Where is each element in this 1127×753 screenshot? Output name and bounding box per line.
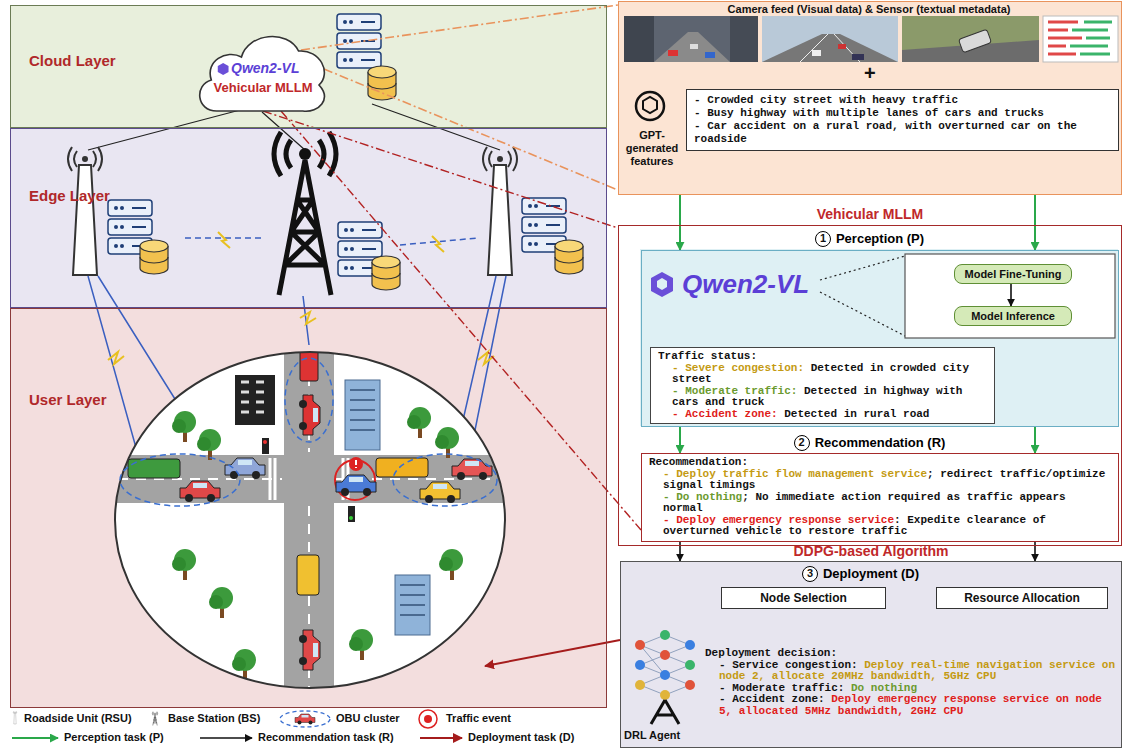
connector	[679, 542, 681, 562]
deployment-box: DDPG-based AlgorithmDeployment (D)Deploy…	[620, 561, 1122, 748]
status-box: Traffic status:- Severe congestion:Detec…	[650, 347, 995, 424]
heading-row: Perception (P)	[642, 229, 1118, 247]
layer-band: Cloud Layer Qwen2-VL Vehicular MLLM	[10, 5, 607, 128]
plus-sign: +	[864, 62, 876, 84]
model-step-box: Model Fine-Tuning	[954, 264, 1072, 284]
node-text: GPT-generated features	[620, 129, 684, 168]
legend-text: Recommendation task (R)	[258, 731, 394, 743]
text-run: - Car accident on a rural road, with ove…	[694, 120, 1077, 145]
heading-row: Vehicular MLLM	[619, 205, 1121, 223]
function-box: Resource Allocation	[936, 587, 1108, 609]
legend-text: Perception task (P)	[64, 731, 164, 743]
connector	[1034, 542, 1036, 562]
text-block: Traffic status:- Severe congestion:Detec…	[658, 351, 987, 420]
connector	[301, 5, 618, 50]
text-block: - Crowded city street with heavy traffic…	[694, 94, 1111, 146]
mllm-frame: Vehicular MLLMPerception (P)Qwen2-VLMode…	[618, 225, 1122, 546]
connector	[1034, 427, 1036, 453]
connector	[679, 427, 681, 453]
section-heading: Deployment (D)	[823, 566, 919, 582]
text-line: - Busy highway with multiple lanes of ca…	[694, 107, 1111, 120]
box-label: Model Fine-Tuning	[965, 268, 1062, 280]
section-heading: Perception (P)	[836, 231, 924, 247]
text-run: Deployment decision:	[705, 647, 837, 659]
text-line: Recommendation:	[649, 457, 1111, 469]
text-run: - Busy highway with multiple lanes of ca…	[694, 107, 1044, 119]
text-line: - Moderate traffic:Detected in highway w…	[658, 386, 987, 409]
node-text: Qwen2-VL	[231, 60, 299, 76]
text-run: - Do nothing	[663, 491, 742, 503]
legend-text: OBU cluster	[336, 712, 400, 724]
text-block: Recommendation:- Deploy traffic flow man…	[649, 457, 1111, 538]
text-run: - Crowded city street with heavy traffic	[694, 94, 958, 106]
layer-band: Edge Layer	[10, 128, 607, 308]
perception-box: Perception (P)Qwen2-VLModel Fine-TuningM…	[641, 250, 1119, 427]
legend-text: Deployment task (D)	[468, 731, 574, 743]
heading-row: DDPG-based Algorithm	[621, 542, 1121, 560]
node-text: Vehicular MLLM	[201, 80, 325, 95]
text-line: - Car accident on a rural road, with ove…	[694, 120, 1111, 146]
text-line: - Deploy emergency response service: Exp…	[649, 515, 1111, 538]
text-line: - Crowded city street with heavy traffic	[694, 94, 1111, 107]
legend-text: Traffic event	[446, 712, 511, 724]
connector	[679, 195, 681, 250]
text-line: Traffic status:	[658, 351, 987, 363]
text-line: - Deploy traffic flow management service…	[649, 469, 1111, 492]
text-run: - Severe congestion:	[672, 362, 804, 374]
heading-row: Recommendation (R)	[642, 433, 1118, 451]
node-text: Cloud Layer	[29, 52, 116, 69]
text-run: Traffic status:	[658, 350, 757, 362]
text-line: - Accident zone:Deploy emergency respons…	[705, 694, 1119, 717]
text-line: Deployment decision:	[705, 648, 1119, 660]
model-step-box: Model Inference	[954, 306, 1072, 326]
feature-box: - Crowded city street with heavy traffic…	[686, 89, 1119, 151]
node-text: Qwen2-VL	[682, 269, 809, 300]
heading-row: Deployment (D)	[621, 564, 1121, 582]
cloud-node: Qwen2-VL Vehicular MLLM	[193, 23, 333, 115]
text-run: - Accident zone:	[672, 408, 778, 420]
connector	[1010, 284, 1012, 306]
legend-text: Roadside Unit (RSU)	[24, 712, 132, 724]
input-panel: Camera feed (Visual data) & Sensor (text…	[618, 1, 1122, 195]
text-line: - Service congestion:Deploy real-time na…	[705, 660, 1119, 683]
layer-band: User Layer	[10, 308, 607, 708]
node-text: Edge Layer	[29, 187, 110, 204]
legend-text: Base Station (BS)	[168, 712, 260, 724]
connector	[281, 111, 641, 530]
connector	[1034, 195, 1036, 250]
function-box: Node Selection	[721, 587, 886, 609]
callout-number: 3	[802, 566, 818, 582]
section-heading: Recommendation (R)	[815, 435, 946, 451]
callout-number: 2	[794, 435, 810, 451]
box-label: Resource Allocation	[964, 591, 1080, 605]
text-line: - Moderate traffic: Do nothing	[705, 683, 1119, 695]
node-text: Camera feed (Visual data) & Sensor (text…	[619, 3, 1119, 15]
node-text: User Layer	[29, 391, 107, 408]
text-line: - Do nothing; No immediate action requir…	[649, 492, 1111, 515]
text-line: - Accident zone: Detected in rural road	[658, 409, 987, 421]
text-block: Deployment decision:- Service congestion…	[705, 648, 1119, 717]
box-label: Model Inference	[971, 310, 1055, 322]
recommendation-box: Recommendation (R)Recommendation:- Deplo…	[641, 453, 1119, 542]
text-run: - Moderate traffic:	[672, 385, 797, 397]
callout-number: 1	[815, 231, 831, 247]
text-run: Detected in rural road	[784, 408, 929, 420]
text-run: Do nothing	[851, 682, 917, 694]
node-text: DRL Agent	[624, 729, 680, 741]
section-heading: Vehicular MLLM	[817, 206, 924, 223]
text-run: Recommendation:	[649, 456, 748, 468]
text-run: - Moderate traffic:	[719, 682, 844, 694]
section-heading: DDPG-based Algorithm	[793, 543, 948, 560]
connector	[485, 640, 620, 666]
text-run: - Deploy traffic flow management service	[663, 468, 927, 480]
connector	[324, 69, 618, 190]
text-run: - Accident zone:	[719, 693, 825, 705]
text-run: - Deploy emergency response service	[663, 514, 894, 526]
text-line: - Severe congestion:Detected in crowded …	[658, 363, 987, 386]
text-run: - Service congestion:	[719, 659, 858, 671]
box-label: Node Selection	[760, 591, 847, 605]
